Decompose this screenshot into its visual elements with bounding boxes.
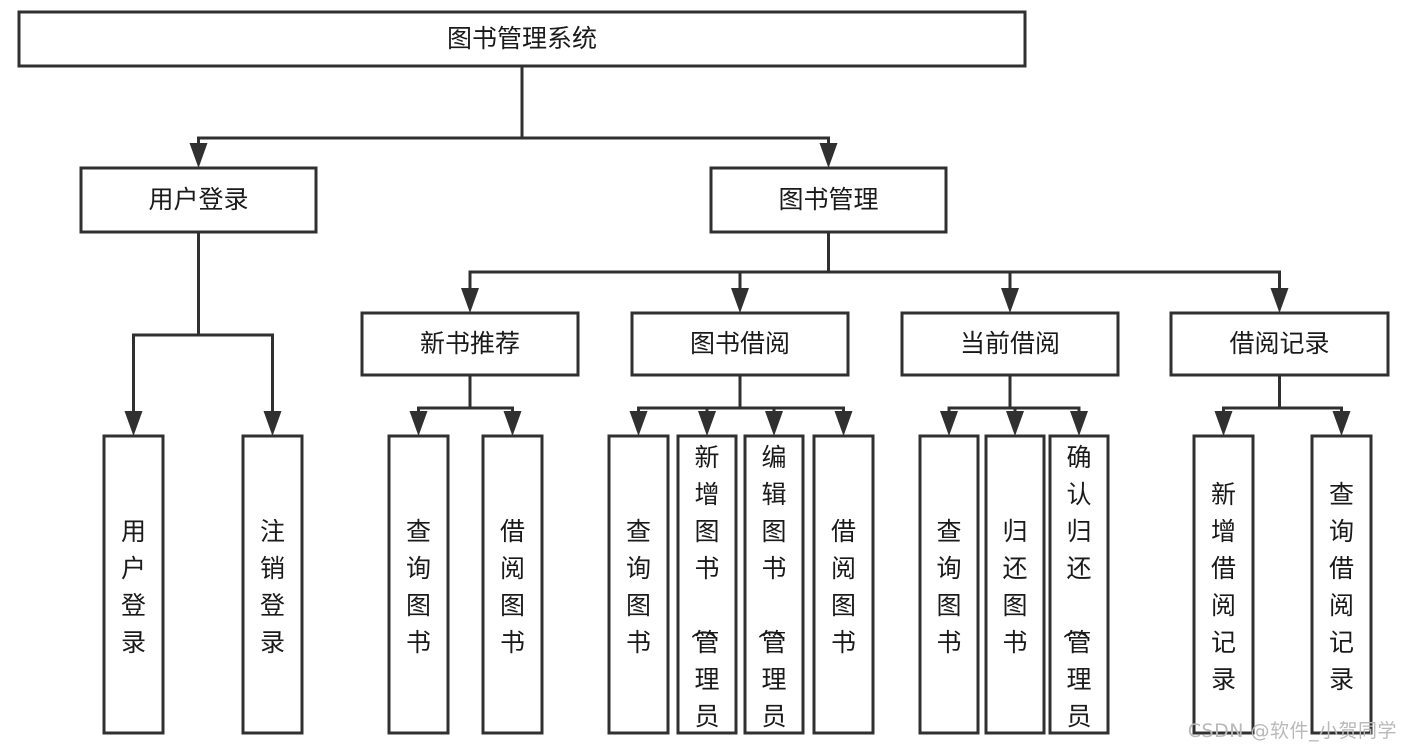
node-label: 图书借阅	[690, 329, 790, 358]
node-level3-2[interactable]: 当前借阅	[900, 311, 1120, 377]
connector-edge	[197, 230, 282, 436]
connector-edge	[1008, 373, 1088, 436]
node-root-system[interactable]: 图书管理系统	[17, 10, 1027, 68]
node-label: 借阅记录	[1229, 329, 1329, 358]
connector-edge	[189, 64, 524, 168]
arrow-head-icon	[409, 411, 428, 436]
node-label: 编辑图书（管理员）	[755, 443, 786, 747]
connector-edge	[629, 373, 742, 436]
connector-edge	[520, 64, 838, 168]
node-label: 当前借阅	[960, 329, 1060, 358]
connector-edge	[827, 230, 1289, 313]
connector-edge	[698, 373, 742, 436]
arrow-head-icon	[1270, 288, 1289, 313]
node-leaf-11[interactable]: 新增借阅记录	[1192, 434, 1255, 735]
node-label: 新书推荐	[420, 329, 520, 358]
connector-edge	[409, 373, 472, 436]
arrow-head-icon	[1006, 411, 1024, 436]
node-box[interactable]	[1310, 434, 1373, 735]
connector-edge	[738, 373, 853, 436]
connector-edge	[738, 373, 783, 436]
arrow-head-icon	[834, 411, 853, 436]
node-box[interactable]	[900, 311, 1120, 377]
connector-edge	[124, 230, 200, 436]
node-leaf-0[interactable]: 用户登录	[102, 434, 165, 735]
node-box[interactable]	[676, 434, 738, 735]
arrow-head-icon	[1214, 411, 1233, 436]
node-label: 查询图书	[626, 517, 651, 657]
connector-edge	[940, 373, 1012, 436]
node-label: 借阅图书	[831, 517, 856, 657]
node-box[interactable]	[79, 166, 318, 234]
node-label: 用户登录	[121, 517, 146, 657]
node-leaf-2[interactable]: 查询图书	[387, 434, 450, 735]
node-leaf-6[interactable]: 编辑图书（管理员）	[743, 434, 805, 747]
node-leaf-10[interactable]: 确认归还（管理员）	[1048, 434, 1110, 747]
node-leaf-9[interactable]: 归还图书	[984, 434, 1046, 735]
node-box[interactable]	[1048, 434, 1110, 735]
node-box[interactable]	[743, 434, 805, 735]
node-box[interactable]	[709, 166, 948, 234]
arrow-head-icon	[940, 411, 958, 436]
node-leaf-12[interactable]: 查询借阅记录	[1310, 434, 1373, 735]
node-level2-0[interactable]: 用户登录	[79, 166, 318, 234]
node-level3-3[interactable]: 借阅记录	[1169, 311, 1390, 377]
node-box[interactable]	[387, 434, 450, 735]
node-label: 查询借阅记录	[1329, 480, 1354, 694]
node-level2-1[interactable]: 图书管理	[709, 166, 948, 234]
connectors-layer	[124, 64, 1351, 436]
arrow-head-icon	[765, 411, 783, 436]
arrow-head-icon	[731, 288, 749, 313]
arrow-head-icon	[629, 411, 648, 436]
node-box[interactable]	[241, 434, 304, 735]
node-level3-1[interactable]: 图书借阅	[630, 311, 850, 377]
arrow-head-icon	[124, 411, 143, 436]
arrow-head-icon	[698, 411, 716, 436]
node-label: 查询图书	[936, 517, 961, 657]
node-box[interactable]	[630, 311, 850, 377]
node-label: 图书管理	[778, 185, 878, 214]
node-box[interactable]	[607, 434, 670, 735]
node-leaf-8[interactable]: 查询图书	[918, 434, 980, 735]
node-level3-0[interactable]: 新书推荐	[360, 311, 580, 377]
node-box[interactable]	[102, 434, 165, 735]
node-box[interactable]	[812, 434, 875, 735]
node-label: 注销登录	[260, 517, 285, 657]
node-box[interactable]	[1169, 311, 1390, 377]
node-box[interactable]	[918, 434, 980, 735]
arrow-head-icon	[263, 411, 282, 436]
node-leaf-4[interactable]: 查询图书	[607, 434, 670, 735]
nodes-layer: 图书管理系统用户登录图书管理新书推荐图书借阅当前借阅借阅记录用户登录注销登录查询…	[17, 10, 1390, 747]
arrow-head-icon	[461, 288, 479, 313]
arrow-head-icon	[1332, 411, 1351, 436]
node-box[interactable]	[481, 434, 544, 735]
node-label: 图书管理系统	[447, 24, 597, 53]
node-label: 用户登录	[148, 185, 248, 214]
arrow-head-icon	[189, 143, 208, 168]
node-label: 确认归还（管理员）	[1060, 443, 1091, 747]
node-box[interactable]	[984, 434, 1046, 735]
node-box[interactable]	[360, 311, 580, 377]
connector-edge	[1278, 373, 1351, 436]
arrow-head-icon	[819, 143, 838, 168]
connector-edge	[731, 230, 830, 313]
node-label: 新增借阅记录	[1211, 480, 1236, 694]
arrow-head-icon	[1001, 288, 1019, 313]
node-leaf-5[interactable]: 新增图书（管理员）	[676, 434, 738, 747]
arrow-head-icon	[1070, 411, 1088, 436]
connector-edge	[468, 373, 522, 436]
connector-edge	[1214, 373, 1281, 436]
arrow-head-icon	[503, 411, 522, 436]
node-box[interactable]	[17, 10, 1027, 68]
watermark-label: CSDN @软件_小贺同学	[1187, 720, 1397, 742]
node-leaf-3[interactable]: 借阅图书	[481, 434, 544, 735]
node-label: 查询图书	[406, 517, 431, 657]
node-leaf-7[interactable]: 借阅图书	[812, 434, 875, 735]
node-label: 归还图书	[1002, 517, 1027, 657]
node-box[interactable]	[1192, 434, 1255, 735]
node-label: 新增图书（管理员）	[688, 443, 719, 747]
node-leaf-1[interactable]: 注销登录	[241, 434, 304, 735]
node-label: 借阅图书	[500, 517, 525, 657]
